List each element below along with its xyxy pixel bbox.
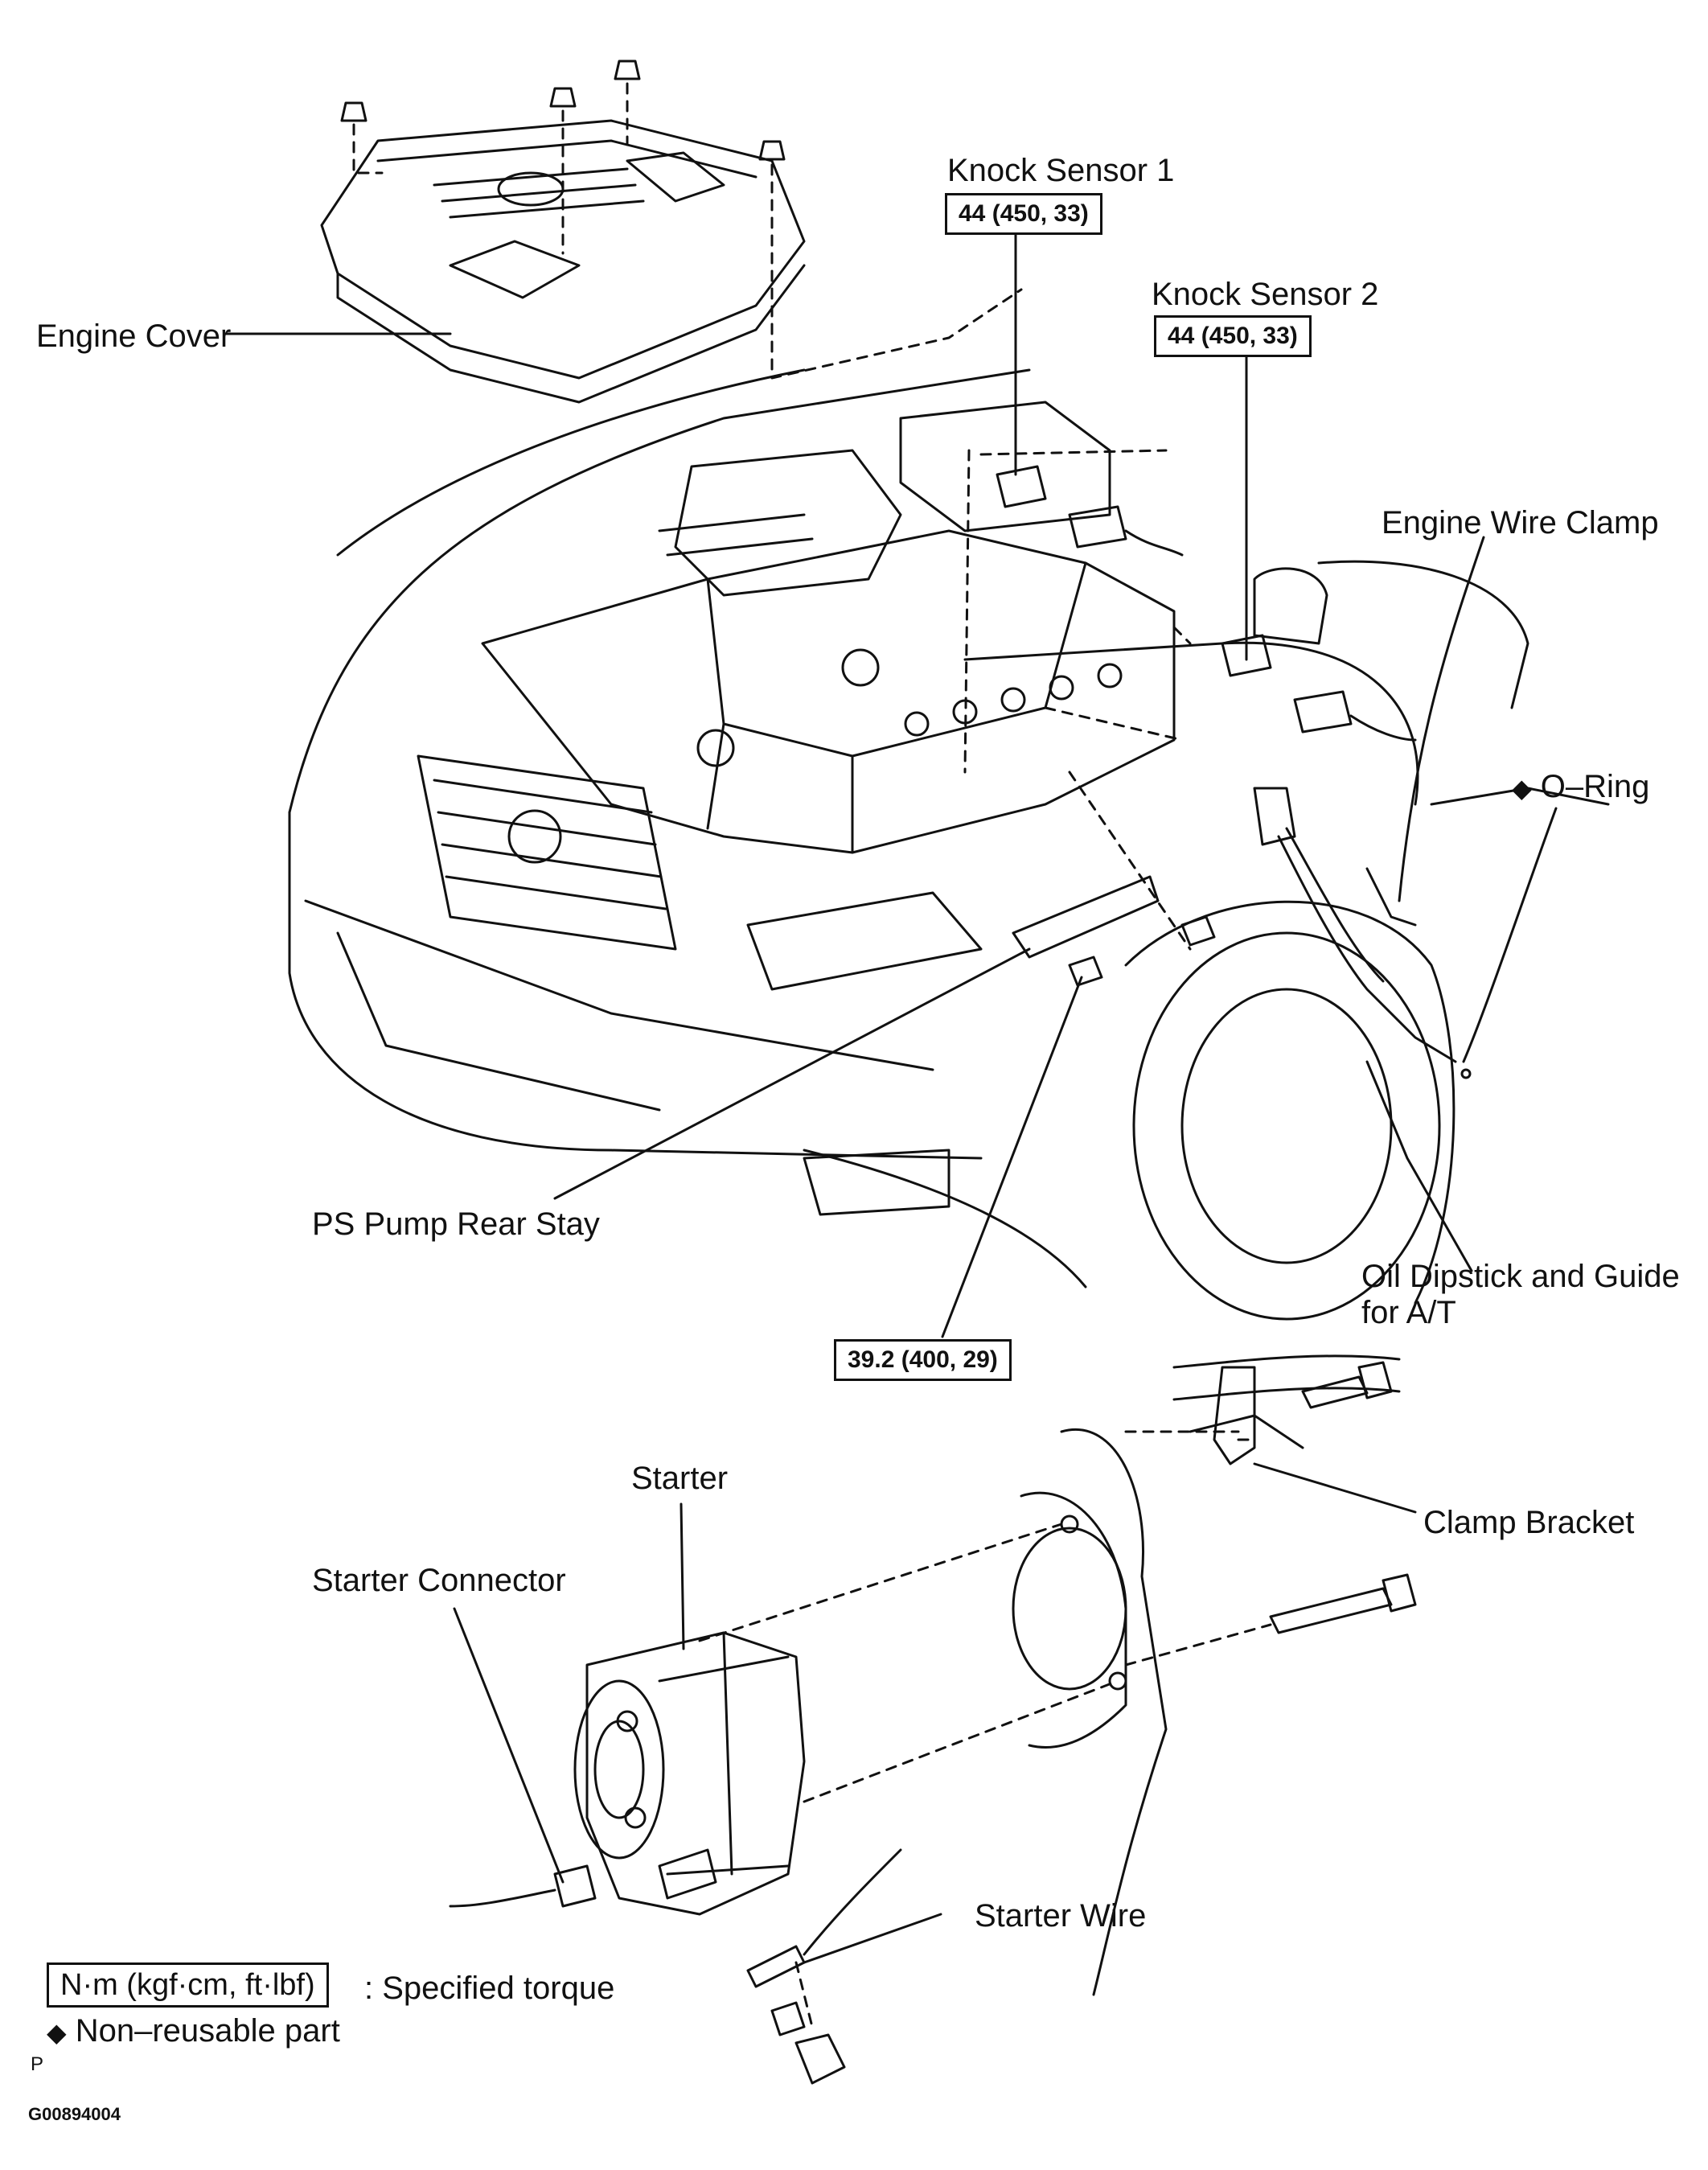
footer-marker: P (31, 2053, 44, 2075)
o-ring-label: ◆ O–Ring (1512, 771, 1649, 803)
figure-code: G00894004 (28, 2104, 121, 2124)
starter-label: Starter (631, 1461, 729, 1496)
clamp-bracket-drawing (1172, 1354, 1401, 1465)
knock-sensor-1-label: Knock Sensor 1 (947, 153, 1175, 188)
oil-dipstick-label-line2: for A/T (1361, 1295, 1456, 1330)
knock-sensor-1-torque: 44 (450, 33) (945, 193, 1102, 235)
engine-cover-drawing (320, 119, 806, 404)
cover-nut-icons (340, 60, 786, 161)
knock-sensor-2-label: Knock Sensor 2 (1152, 277, 1379, 312)
leader-lines (453, 230, 1558, 1964)
o-ring-text: O–Ring (1540, 769, 1650, 804)
engine-wire-clamp-label: Engine Wire Clamp (1382, 505, 1659, 540)
starter-install-dashes (698, 1430, 1272, 2028)
starter-connector-drawing (449, 1864, 597, 1908)
cover-install-dashes (352, 82, 1023, 380)
knock-sensor-2-torque: 44 (450, 33) (1154, 315, 1312, 357)
starter-motor-drawing (573, 1631, 806, 1916)
oil-dipstick-label-line1: Oil Dipstick and Guide (1361, 1259, 1680, 1294)
ps-pump-rear-stay-label: PS Pump Rear Stay (312, 1206, 600, 1242)
starter-connector-label: Starter Connector (312, 1563, 566, 1598)
oil-dipstick-drawing (1253, 787, 1472, 1079)
legend-torque-box: N·m (kgf·cm, ft·lbf) (47, 1962, 329, 2008)
ps-pump-stay-drawing (1012, 875, 1216, 987)
grille-drawing (417, 754, 677, 951)
legend-non-reusable-text: Non–reusable part (75, 2013, 340, 2049)
engine-block-drawing (481, 401, 1328, 854)
starter-wire-drawing (746, 1848, 902, 2085)
clamp-bracket-label: Clamp Bracket (1423, 1505, 1635, 1540)
knock-sensor-dashes (963, 449, 1192, 951)
non-reusable-diamond-icon: ◆ (1512, 774, 1532, 803)
starter-bolts-drawing (1269, 1361, 1417, 1634)
legend-non-reusable: ◆ Non–reusable part (47, 2015, 340, 2047)
knock-sensor-parts (996, 465, 1417, 742)
diamond-icon: ◆ (47, 2018, 67, 2047)
ps-pump-bolt-torque: 39.2 (400, 29) (834, 1339, 1012, 1381)
engine-cover-label: Engine Cover (36, 319, 232, 354)
legend-torque-description: : Specified torque (364, 1971, 615, 2006)
starter-wire-label: Starter Wire (975, 1898, 1147, 1934)
